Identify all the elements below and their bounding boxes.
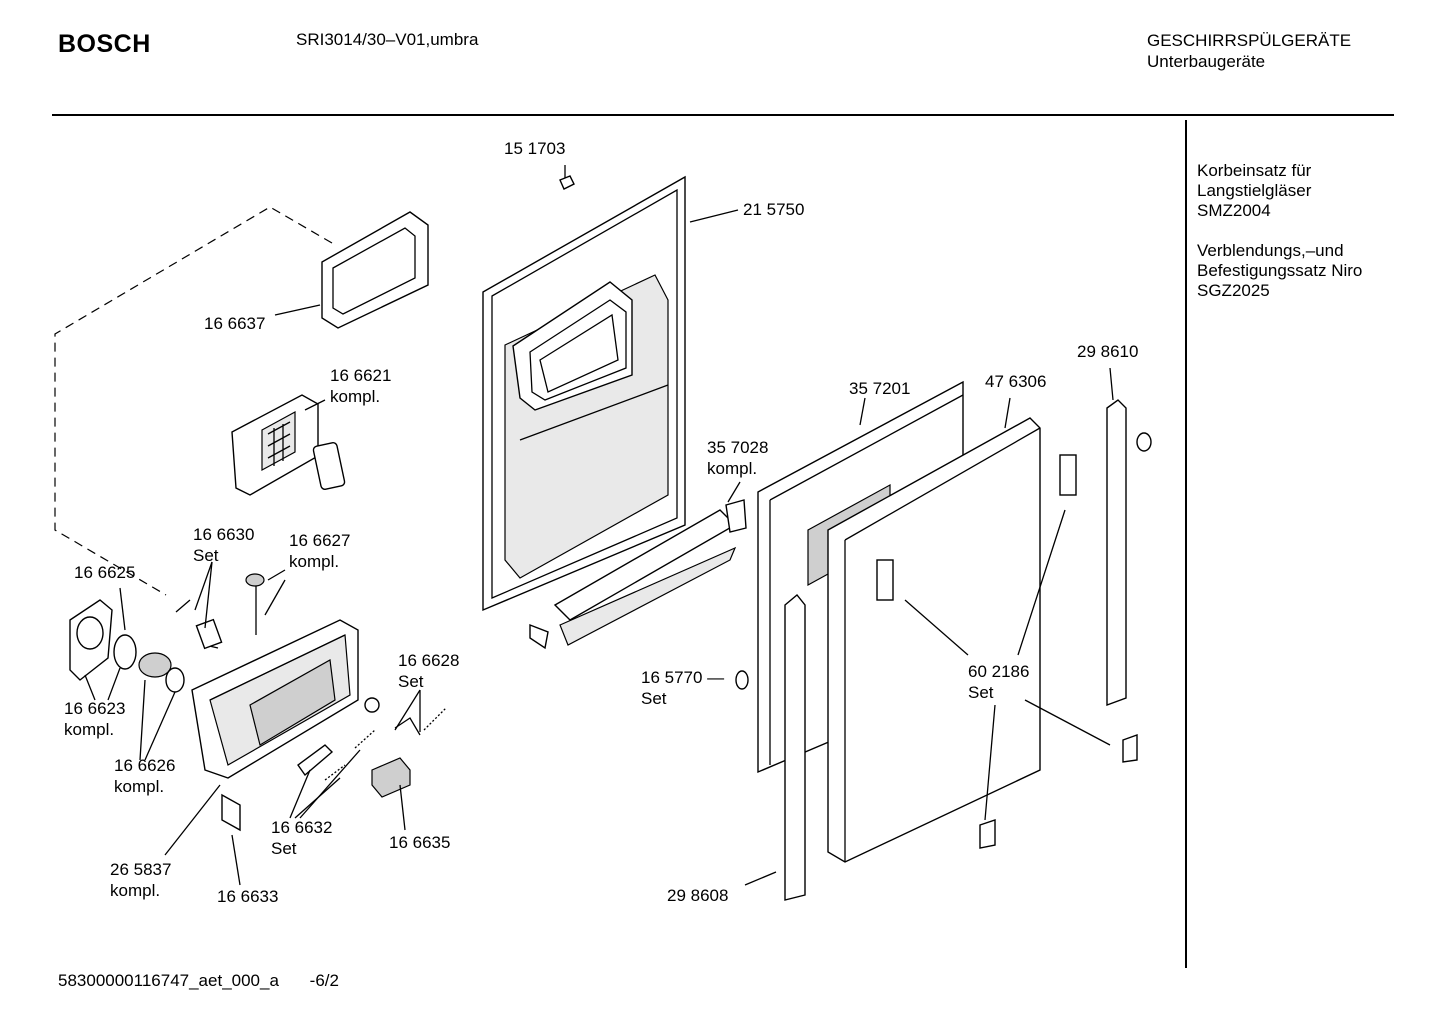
screw [559, 175, 575, 190]
footer: 58300000116747_aet_000_a -6/2 [58, 971, 339, 991]
sidebar-accessory-2: Verblendungs,–und Befestigungssatz Niro … [1197, 241, 1387, 301]
sidebar-divider [1185, 120, 1187, 968]
accessory-2-line: Verblendungs,–und [1197, 241, 1344, 260]
part-label-166635: 16 6635 [389, 833, 450, 852]
leader-lines [84, 165, 1114, 886]
door-panel [827, 417, 1077, 863]
inner-door-panel [482, 175, 686, 612]
part-label-166637: 16 6637 [204, 314, 265, 333]
label-sticker [1059, 454, 1077, 496]
accessory-2-line: Befestigungssatz Niro [1197, 261, 1363, 280]
lever [297, 744, 334, 777]
label-sticker [876, 559, 894, 601]
model-number: SRI3014/30–V01,umbra [296, 30, 479, 49]
switch [371, 757, 411, 798]
part-label-215750: 21 5750 [743, 200, 804, 219]
part-label-357201: 35 7201 [849, 379, 910, 398]
part-label-166625: 16 6625 [74, 563, 135, 582]
brand-logo: BOSCH [58, 30, 151, 58]
accessory-1-line: SMZ2004 [1197, 201, 1271, 220]
hinge-rail [529, 499, 747, 650]
sidebar-accessory-1: Korbeinsatz für Langstielgläser SMZ2004 [1197, 161, 1387, 221]
part-label-298608: 29 8608 [667, 886, 728, 905]
part-label-165770: 16 5770 —Set [641, 668, 724, 708]
accessory-1-line: Langstielgläser [1197, 181, 1312, 200]
accessory-2-line: SGZ2025 [1197, 281, 1270, 300]
accessory-1-line: Korbeinsatz für [1197, 161, 1312, 180]
assembly-dashed-line [54, 206, 333, 596]
switch-pin [245, 573, 265, 635]
control-module [191, 619, 359, 779]
footer-doc-id: 58300000116747_aet_000_a [58, 971, 279, 990]
push-button [138, 652, 185, 693]
footer-page: -6/2 [309, 971, 339, 990]
header-divider [52, 114, 1394, 116]
seal-ring [113, 634, 137, 670]
button-cap [69, 599, 113, 681]
part-label-476306: 47 6306 [985, 372, 1046, 391]
bracket [221, 793, 241, 832]
category-line-1: GESCHIRRSPÜLGERÄTE [1147, 31, 1352, 50]
lever-springs [324, 707, 447, 781]
ball [364, 697, 380, 713]
category-title: GESCHIRRSPÜLGERÄTE Unterbaugeräte [1147, 30, 1351, 72]
spring-clip [175, 599, 223, 650]
knob [735, 432, 1152, 690]
hinge-brackets [979, 734, 1138, 849]
part-label-298610: 29 8610 [1077, 342, 1138, 361]
part-label-151703: 15 1703 [504, 139, 565, 158]
handle-frame [321, 211, 429, 329]
side-strip-right [1106, 399, 1127, 707]
category-line-2: Unterbaugeräte [1147, 52, 1266, 71]
side-strip-left [784, 594, 806, 901]
part-label-166633: 16 6633 [217, 887, 278, 906]
handle-insert [231, 394, 346, 496]
